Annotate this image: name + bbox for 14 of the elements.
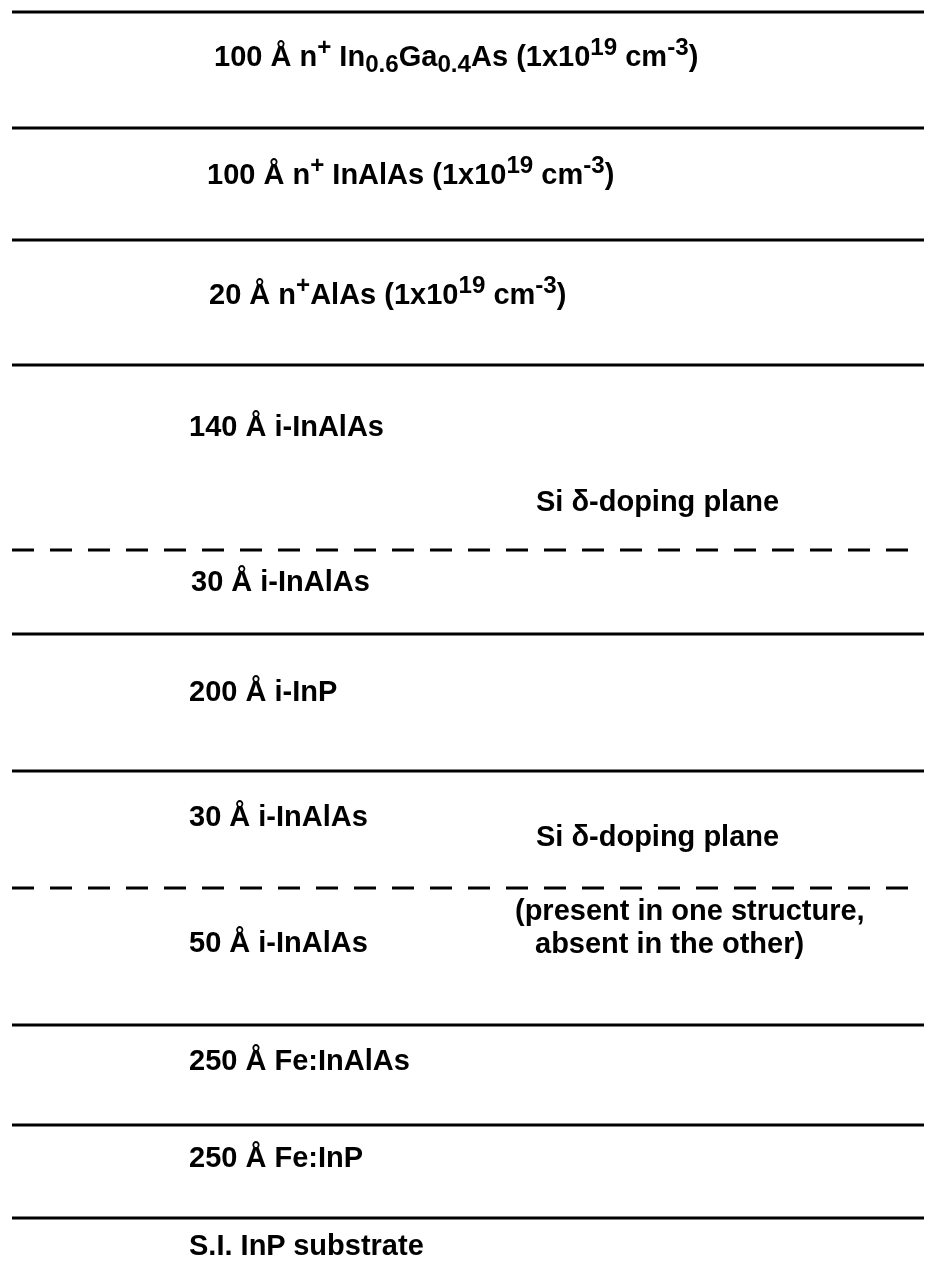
layer-label: 250 Å Fe:InP bbox=[189, 1141, 364, 1175]
layer-label: 30 Å i-InAlAs bbox=[189, 800, 368, 834]
layer-label: 100 Å n$^{+}$ In$_{0.6}$Ga$_{0.4}$As (1x10$^{19}$ cm$^{-3}$) bbox=[214, 33, 699, 79]
layer-label: S.I. InP substrate bbox=[189, 1229, 424, 1263]
layer-label: 100 Å n$^{+}$ InAlAs (1x10$^{19}$ cm$^{-3}$) bbox=[207, 151, 615, 191]
layer-label: 140 Å i-InAlAs bbox=[189, 410, 384, 444]
doping-plane-label: Si δ-doping plane bbox=[536, 820, 780, 854]
layer-label: 200 Å i-InP bbox=[189, 675, 338, 709]
doping-plane-label: Si δ-doping plane bbox=[536, 485, 780, 519]
layer-label: 50 Å i-InAlAs bbox=[189, 926, 368, 960]
layer-label: 30 Å i-InAlAs bbox=[191, 565, 370, 599]
layer-label: 250 Å Fe:InAlAs bbox=[189, 1044, 410, 1078]
note-text: (present in one structure, absent in the other) bbox=[515, 894, 866, 961]
layer-label: 20 Å n$^{+}$AlAs (1x10$^{19}$ cm$^{-3}$) bbox=[209, 271, 567, 311]
